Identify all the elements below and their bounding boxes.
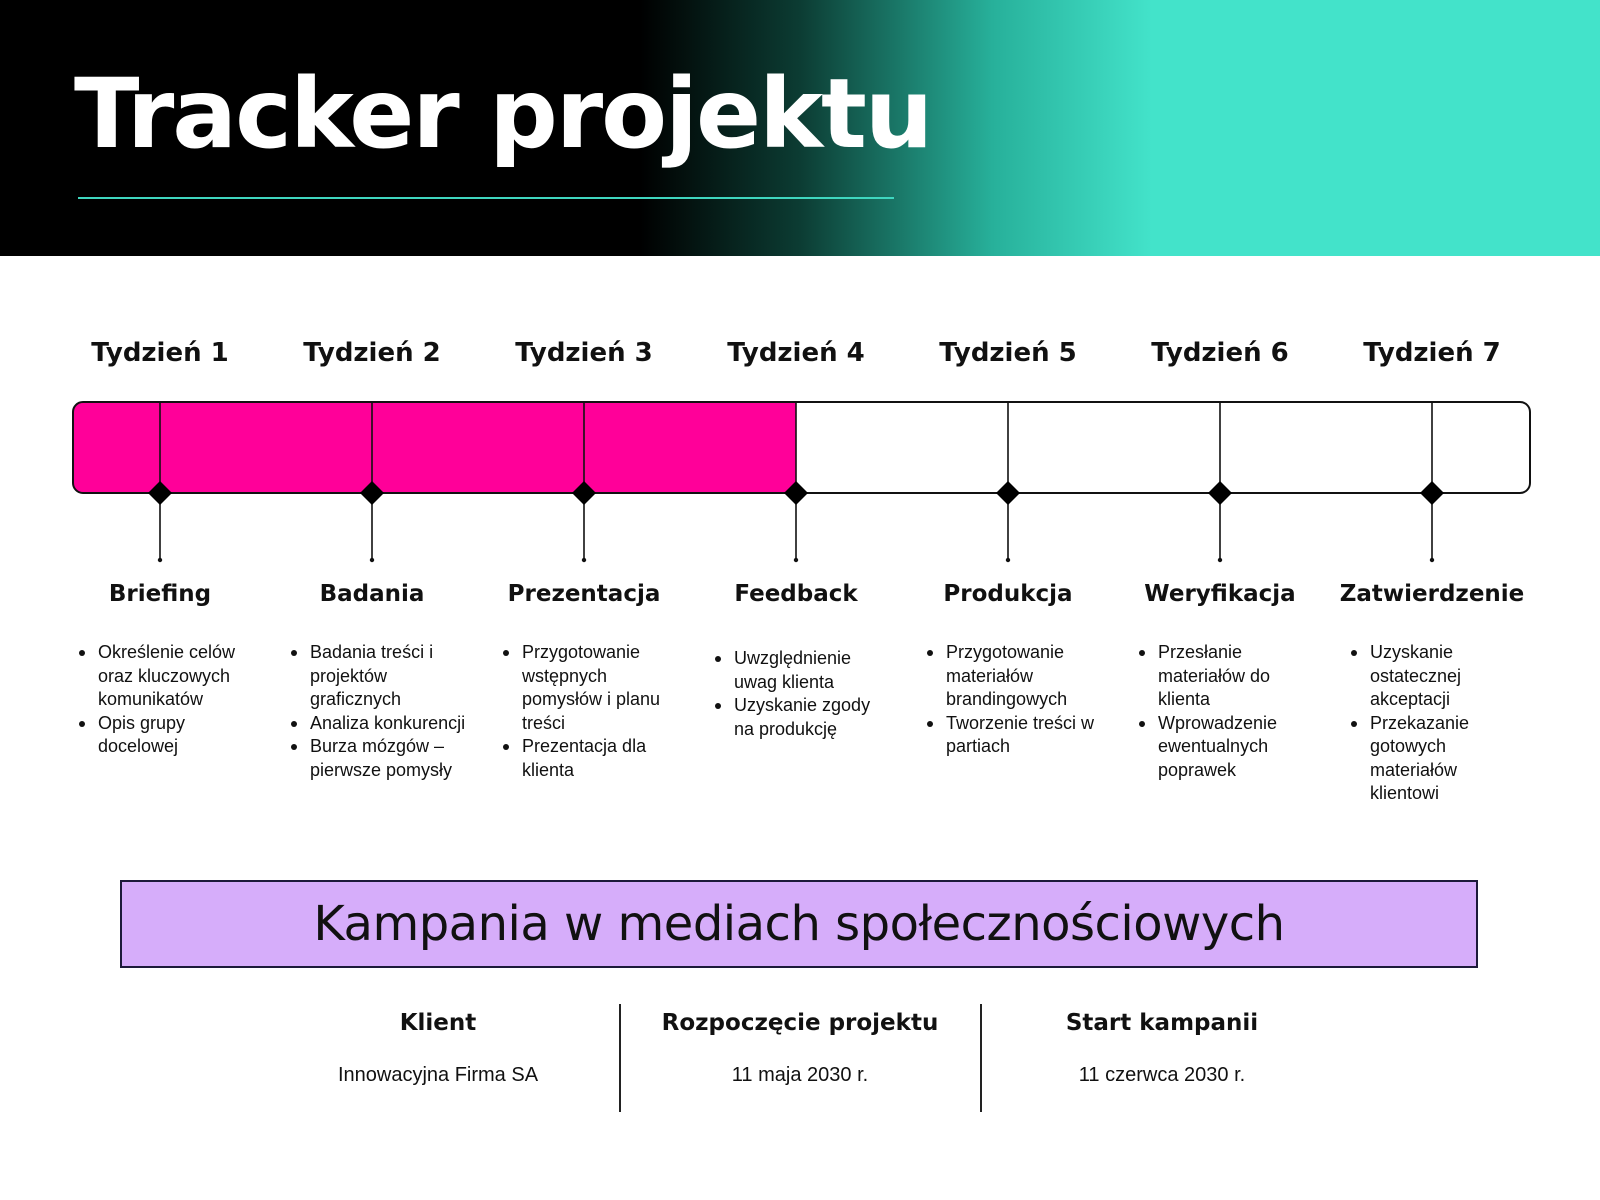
tick-end-dot xyxy=(793,557,799,563)
info-campaign-start: Start kampanii 11 czerwca 2030 r. xyxy=(992,1010,1332,1087)
phase-title-weryfikacja: Weryfikacja xyxy=(1144,581,1296,607)
week-label-4: Tydzień 4 xyxy=(727,338,865,368)
info-campaign-start-value: 11 czerwca 2030 r. xyxy=(1078,1064,1246,1086)
list-item: Opis grupy docelowej xyxy=(76,712,254,759)
tick-end-dot xyxy=(157,557,163,563)
list-item: Przesłanie materiałów do klienta xyxy=(1136,641,1314,712)
week-label-6: Tydzień 6 xyxy=(1151,338,1289,368)
tick-end-dot xyxy=(1429,557,1435,563)
phase-title-prezentacja: Prezentacja xyxy=(507,581,661,607)
timeline xyxy=(72,401,1531,563)
campaign-title: Kampania w mediach społecznościowych xyxy=(313,896,1285,952)
header-banner: Tracker projektu xyxy=(0,0,1600,256)
phase-title-briefing: Briefing xyxy=(108,581,212,607)
list-item: Przygotowanie materiałów brandingowych xyxy=(924,641,1102,712)
phase-tasks-badania: Badania treści i projektów graficznych A… xyxy=(288,641,466,782)
title-underline xyxy=(78,197,894,199)
milestone-diamond xyxy=(996,481,1020,505)
tick-end-dot xyxy=(1217,557,1223,563)
list-item: Uwzględnienie uwag klienta xyxy=(712,647,890,694)
page-title: Tracker projektu xyxy=(74,58,933,170)
campaign-banner: Kampania w mediach społecznościowych xyxy=(120,880,1478,968)
info-project-start: Rozpoczęcie projektu 11 maja 2030 r. xyxy=(630,1010,970,1087)
phase-tasks-prezentacja: Przygotowanie wstępnych pomysłów i planu… xyxy=(500,641,678,782)
list-item: Burza mózgów – pierwsze pomysły xyxy=(288,735,466,782)
milestone-diamond xyxy=(1208,481,1232,505)
phase-title-badania: Badania xyxy=(319,581,425,607)
milestone-diamond xyxy=(572,481,596,505)
list-item: Przygotowanie wstępnych pomysłów i planu… xyxy=(500,641,678,735)
week-label-3: Tydzień 3 xyxy=(515,338,653,368)
week-label-7: Tydzień 7 xyxy=(1363,338,1501,368)
info-client: Klient Innowacyjna Firma SA xyxy=(268,1010,608,1087)
list-item: Prezentacja dla klienta xyxy=(500,735,678,782)
info-client-value: Innowacyjna Firma SA xyxy=(337,1064,539,1086)
list-item: Określenie celów oraz kluczowych komunik… xyxy=(76,641,254,712)
info-project-start-value: 11 maja 2030 r. xyxy=(731,1064,869,1086)
week-label-5: Tydzień 5 xyxy=(939,338,1077,368)
list-item: Uzyskanie zgody na produkcję xyxy=(712,694,890,741)
info-project-start-heading: Rozpoczęcie projektu xyxy=(661,1010,939,1036)
timeline-progress-fill xyxy=(73,402,796,493)
list-item: Badania treści i projektów graficznych xyxy=(288,641,466,712)
info-client-heading: Klient xyxy=(399,1010,477,1036)
phase-tasks-produkcja: Przygotowanie materiałów brandingowych T… xyxy=(924,641,1102,759)
phase-title-zatwierdzenie: Zatwierdzenie xyxy=(1339,581,1525,607)
list-item: Uzyskanie ostatecznej akceptacji xyxy=(1348,641,1526,712)
list-item: Tworzenie treści w partiach xyxy=(924,712,1102,759)
milestone-diamond xyxy=(784,481,808,505)
tick-end-dot xyxy=(369,557,375,563)
info-divider xyxy=(619,1004,621,1112)
info-campaign-start-heading: Start kampanii xyxy=(1065,1010,1259,1036)
phase-tasks-feedback: Uwzględnienie uwag klienta Uzyskanie zgo… xyxy=(712,647,890,741)
tick-end-dot xyxy=(581,557,587,563)
phase-tasks-weryfikacja: Przesłanie materiałów do klienta Wprowad… xyxy=(1136,641,1314,782)
list-item: Analiza konkurencji xyxy=(288,712,466,736)
milestone-diamond xyxy=(360,481,384,505)
info-divider xyxy=(980,1004,982,1112)
week-label-2: Tydzień 2 xyxy=(303,338,441,368)
phase-title-produkcja: Produkcja xyxy=(943,581,1073,607)
week-label-1: Tydzień 1 xyxy=(91,338,229,368)
phase-tasks-zatwierdzenie: Uzyskanie ostatecznej akceptacji Przekaz… xyxy=(1348,641,1526,806)
tick-end-dot xyxy=(1005,557,1011,563)
milestone-diamond xyxy=(148,481,172,505)
list-item: Przekazanie gotowych materiałów klientow… xyxy=(1348,712,1526,806)
milestone-diamond xyxy=(1420,481,1444,505)
phase-tasks-briefing: Określenie celów oraz kluczowych komunik… xyxy=(76,641,254,759)
list-item: Wprowadzenie ewentualnych poprawek xyxy=(1136,712,1314,783)
phase-title-feedback: Feedback xyxy=(734,581,858,607)
